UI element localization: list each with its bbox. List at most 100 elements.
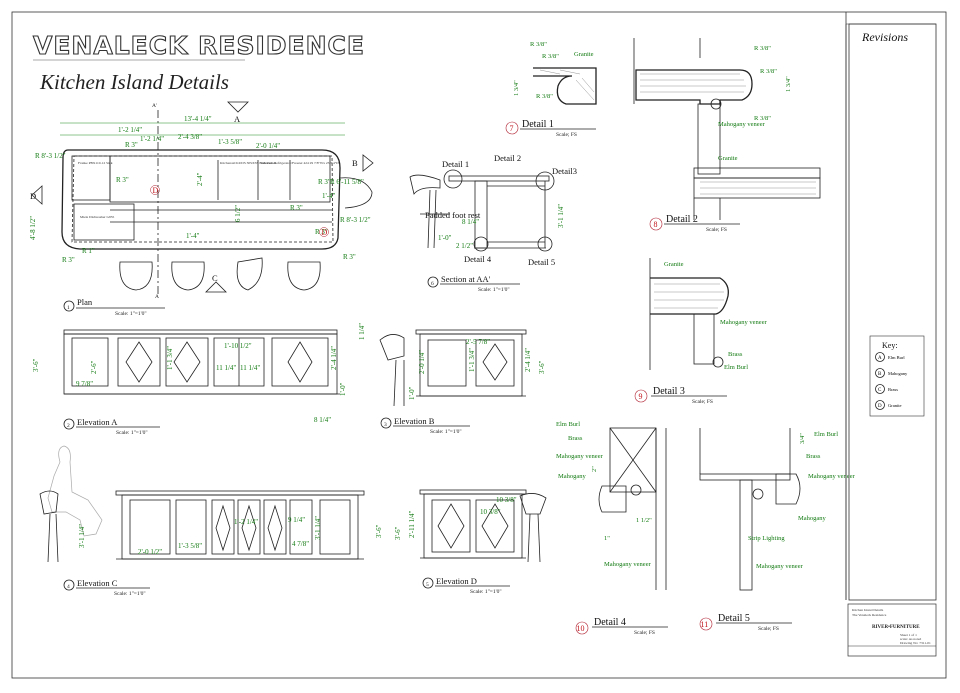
d5-dim-1: 3/4" xyxy=(799,433,806,444)
detail-2-label: Detail 2 xyxy=(666,214,698,225)
view-marker-d-label: D xyxy=(30,191,36,201)
plan-appliance-sink: Franke PBX110-12 Sink xyxy=(78,161,113,165)
d4-dim-2: 1" xyxy=(604,535,610,542)
d3-note-elm-burl: Elm Burl xyxy=(724,364,748,371)
detail-3-scale: Scale; FS xyxy=(692,399,713,405)
tb-project: Kitchen Island Details xyxy=(852,608,884,612)
elev-b-dim-2: 2'-4 1/4" xyxy=(524,348,532,372)
key-letter-c: C xyxy=(878,388,882,393)
elev-b-label: Elevation B xyxy=(394,416,435,426)
d2-note-r38-a: R 3/8" xyxy=(754,45,771,52)
d2-note-granite: Granite xyxy=(718,155,738,162)
sheet-border xyxy=(11,11,947,679)
elev-a-dim-5: 2'-6" xyxy=(90,360,98,374)
elev-a-dim-7: 1'-0" xyxy=(339,382,347,396)
d5-note-mahogany-veneer: Mahogany veneer xyxy=(808,473,856,480)
plan-dim-3: 2'-4 3/8" xyxy=(178,133,202,141)
elev-a-label: Elevation A xyxy=(77,417,118,427)
plan-dim-r3f: R 3" xyxy=(116,176,129,184)
plan-appliance-miele: Miele Dishwasher G855 xyxy=(80,215,114,219)
tb-firm: RIVER•FURNITURE xyxy=(872,625,920,630)
plan-dim-h2: 6 1/2" xyxy=(234,205,242,222)
detail-3: Granite Mahogany veneer Brass Elm Burl 9… xyxy=(634,258,768,405)
plan-dim-r6: R 6'-11 5/8" xyxy=(330,178,364,186)
elev-a-dim-8: 2'-4 1/4" xyxy=(330,346,338,370)
plan-dim-r3d: R 3" xyxy=(343,253,356,261)
section-view: Detail 1 Detail 2 Detail3 Detail 4 Detai… xyxy=(409,153,577,293)
elev-c-dim-7: 3'-6" xyxy=(375,524,383,538)
view-marker-b xyxy=(362,154,374,172)
elev-b-dim-5: 3'-6" xyxy=(538,360,546,374)
plan-appliance-kitchenaid: Kitchenaid KUDS 30SXSS Dishwasher xyxy=(220,161,277,165)
section-view-scale: Scale: 1"=1'0" xyxy=(478,287,510,293)
section-callout-4: Detail 4 xyxy=(464,254,492,264)
d4-note-mahogany: Mahogany xyxy=(558,473,587,480)
plan-dim-r8-left: R 8'-3 1/2" xyxy=(35,152,66,160)
sheet-title: VENALECK RESIDENCE xyxy=(33,31,365,60)
detail-2-num: 8 xyxy=(654,220,658,229)
detail-4-label: Detail 4 xyxy=(594,617,626,628)
elev-c-dim-8: 3'-1 1/4" xyxy=(314,516,322,540)
d5-note-strip-lighting: Strip Lighting xyxy=(748,535,785,542)
d2-note-mahogany-veneer: Mahogany veneer xyxy=(718,121,766,128)
section-callout-5: Detail 5 xyxy=(528,257,555,267)
key-label-c: Brass xyxy=(888,387,898,392)
plan-dim-overall: 13'-4 1/4" xyxy=(184,115,212,123)
view-marker-b-label: B xyxy=(352,158,358,168)
key-label-b: Mahogany xyxy=(888,371,908,376)
d5-note-mahogany-veneer-2: Mahogany veneer xyxy=(756,563,804,570)
d2-dim-1: 1 3/4" xyxy=(785,76,792,92)
stool-3 xyxy=(236,257,263,291)
elev-b-dim-3: 2'-0 1/4" xyxy=(418,350,426,374)
d3-note-granite: Granite xyxy=(664,261,684,268)
detail-3-label: Detail 3 xyxy=(653,386,685,397)
d4-dim-1: 1 1/2" xyxy=(636,517,652,524)
elev-b-dim-6: 1'-0" xyxy=(408,386,416,400)
section-foot-rest: Padded foot rest xyxy=(425,210,481,220)
key-label-a: Elm Burl xyxy=(888,355,905,360)
revisions-box xyxy=(848,23,937,601)
detail-2: R 3/8" R 3/8" R 3/8" 1 3/4" Mahogany ven… xyxy=(633,38,821,233)
elev-a-dim-10: 1 1/4" xyxy=(358,323,366,340)
section-mark-a-bottom: A xyxy=(155,294,159,300)
plan-dim-r3c: R 3" xyxy=(315,228,328,236)
detail-1-num: 7 xyxy=(510,124,514,133)
plan-mat-d: D xyxy=(153,186,159,195)
section-dim-2: 1'-0" xyxy=(438,234,452,242)
elevation-a: 3'-6" 1'-10 1/2" 1'-1 3/4" 11 1/4" 11 1/… xyxy=(32,323,366,436)
section-mark-a-prime-top: A' xyxy=(152,103,157,109)
d3-note-mahogany-veneer: Mahogany veneer xyxy=(720,319,768,326)
section-dim-3: 2 1/2" xyxy=(456,242,473,250)
plan-view-label: Plan xyxy=(77,297,93,307)
plan-dim-h1: 2'-4" xyxy=(196,172,204,186)
d5-note-brass: Brass xyxy=(806,453,821,460)
elev-d-dim-3: 10 3/8" xyxy=(496,496,517,504)
elev-d-dim-4: 3'-6" xyxy=(394,526,402,540)
detail-1-scale: Scale; FS xyxy=(556,132,577,138)
plan-mat-d-2: D xyxy=(322,228,328,237)
elev-c-dim-3: 1'-3 5/8" xyxy=(178,542,202,550)
plan-dim-h4: 1'-4" xyxy=(186,232,200,240)
sheet-subtitle: Kitchen Island Details xyxy=(39,70,229,94)
section-view-label: Section at AA' xyxy=(441,274,491,284)
d1-note-granite: Granite xyxy=(574,51,594,58)
plan-dim-1: 1'-2 1/4" xyxy=(118,126,142,134)
plan-dim-r8-right: R 8'-3 1/2" xyxy=(340,216,371,224)
tb-client: The Venaleck Residence xyxy=(852,613,887,617)
d1-note-r38-b: R 3/8" xyxy=(542,53,559,60)
elev-c-dim-4: 1'-2 1/4" xyxy=(234,518,258,526)
d4-note-elm-burl: Elm Burl xyxy=(556,421,580,428)
elev-c-dim-2: 2'-0 1/2" xyxy=(138,548,162,556)
detail-5: Elm Burl Brass Mahogany veneer Mahogany … xyxy=(699,428,856,632)
elev-a-dim-4: 11 1/4" xyxy=(240,364,260,372)
detail-1: Granite R 3/8" R 3/8" R 3/8" 1 3/4" 7 De… xyxy=(505,41,597,138)
elevation-b: 2'-5 7/8" 2'-4 1/4" 2'-0 1/4" 1'-1 3/4" … xyxy=(379,329,546,435)
plan-dim-r3b: R 3" xyxy=(318,178,331,186)
elev-d-label: Elevation D xyxy=(436,576,477,586)
detail-1-label: Detail 1 xyxy=(522,119,554,130)
detail-5-num: 11 xyxy=(701,620,709,629)
elev-d-dim-2: 10 3/8" xyxy=(480,508,501,516)
view-marker-a xyxy=(227,101,249,113)
elev-c-scale: Scale: 1"=1'0" xyxy=(114,591,146,597)
